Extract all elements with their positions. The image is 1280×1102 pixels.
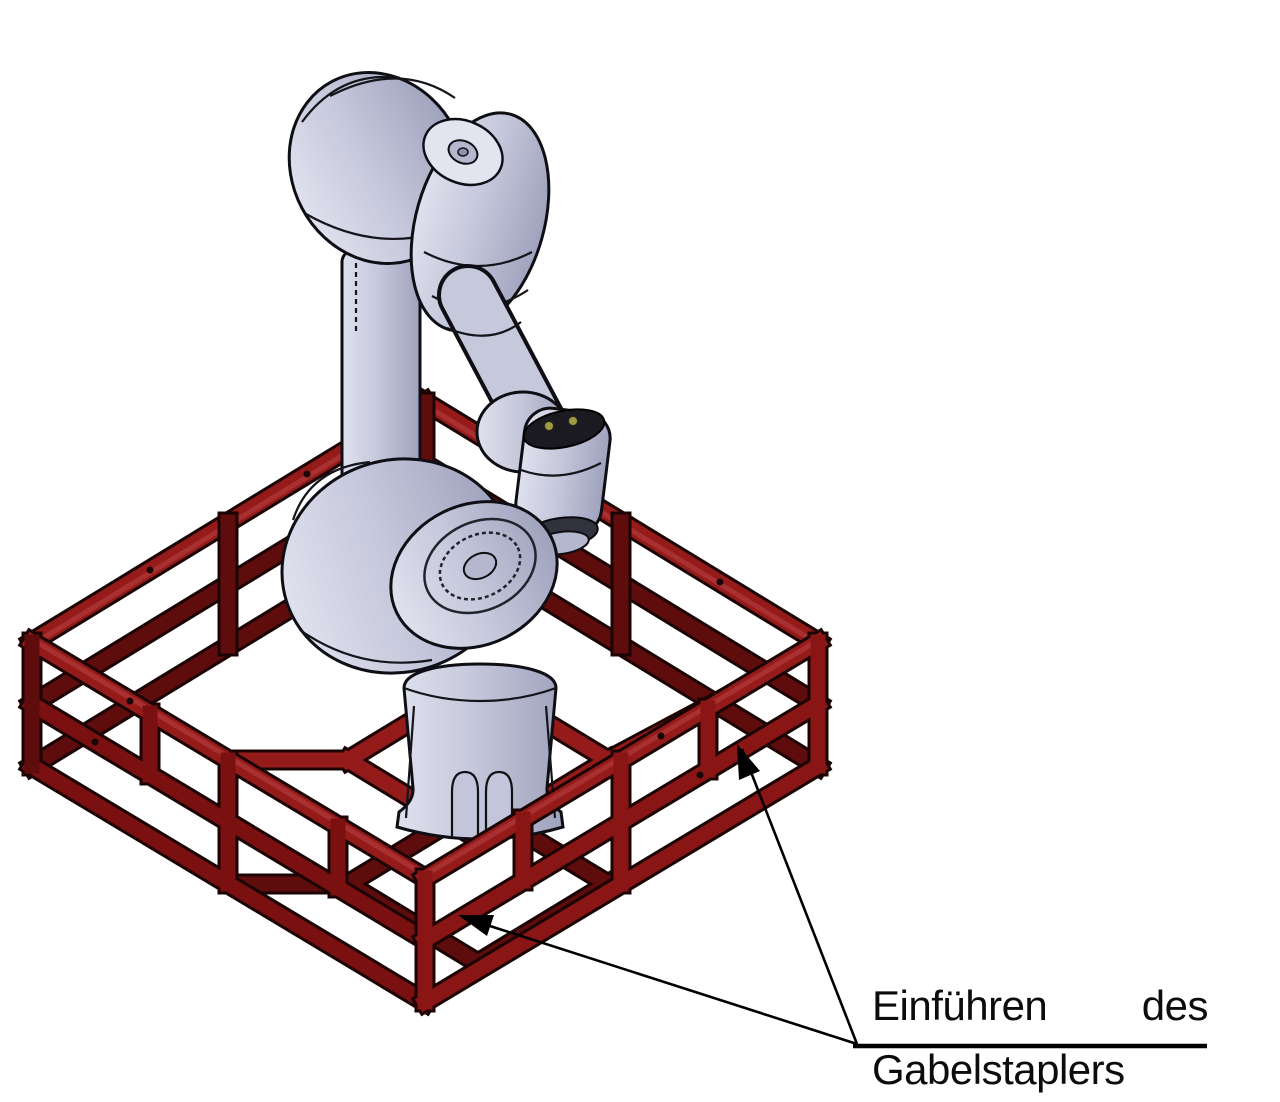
base-cable-slot: [450, 770, 480, 836]
leader-line-right-pocket: [740, 748, 859, 1045]
callout-leaders: [458, 744, 1207, 1049]
tool-connector-pin: [544, 421, 554, 431]
tool-connector-pin: [568, 416, 578, 426]
arrowhead-front-pocket: [458, 915, 494, 936]
cad-isometric-drawing: [17, 71, 1207, 1049]
robot-shoulder-joint: [280, 457, 559, 675]
leader-line-front-pocket: [461, 915, 858, 1046]
diagram-canvas: Einführen des Gabelstaplers: [17, 71, 1209, 1093]
pallet-frame-front: [17, 627, 833, 1017]
arrowhead-right-pocket: [737, 744, 760, 780]
annotation-label: Einführen des Gabelstaplers: [872, 982, 1209, 1093]
tool-flange-opening: [522, 408, 606, 450]
